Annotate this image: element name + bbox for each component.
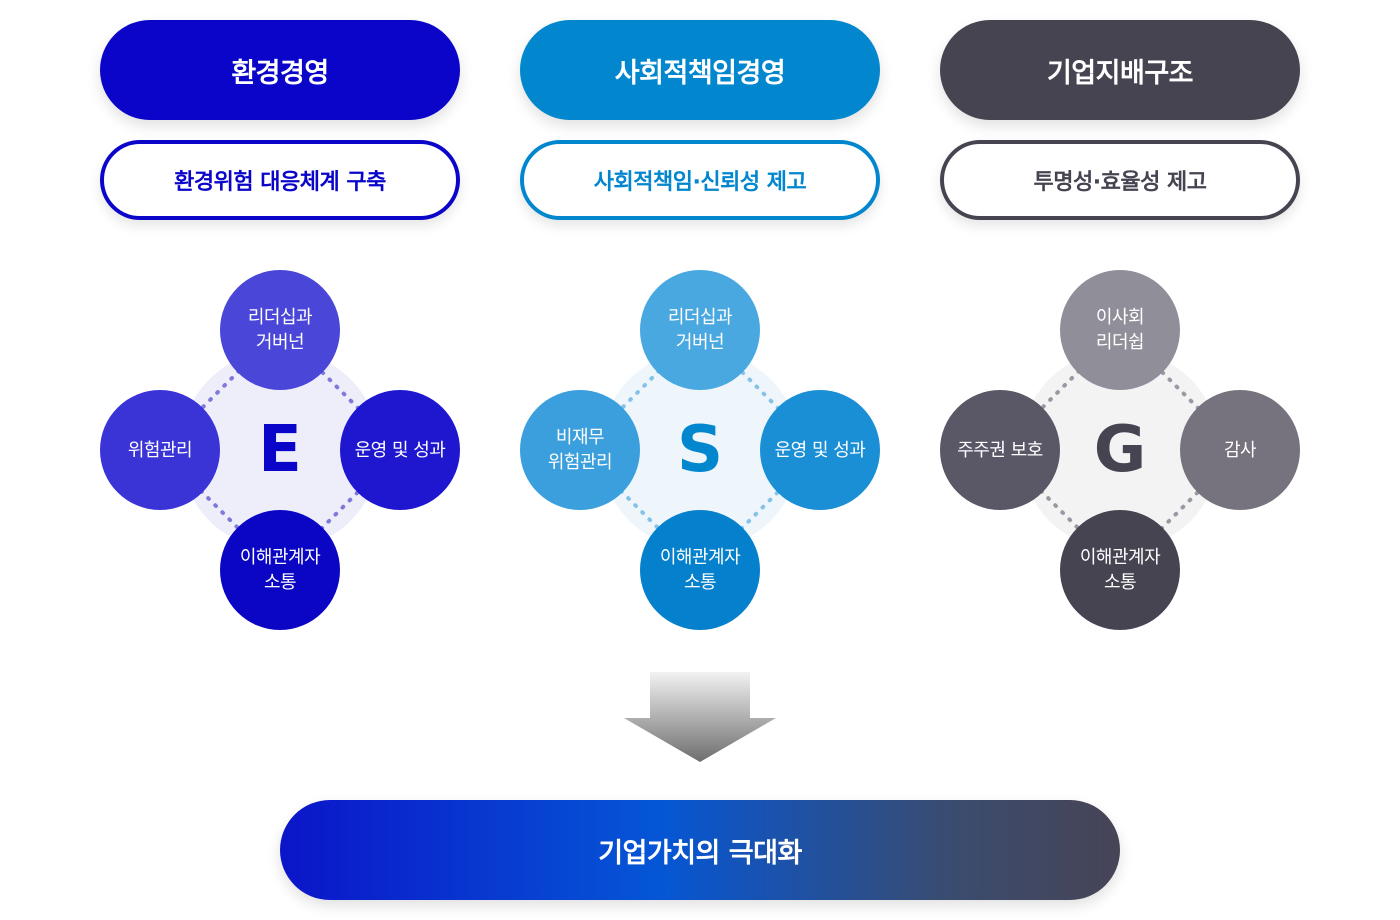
node-risk-management: 위험관리 bbox=[100, 390, 220, 510]
letter-g: G bbox=[1093, 413, 1147, 487]
node-board-leadership: 이사회 리더쉽 bbox=[1060, 270, 1180, 390]
node-shareholder-rights: 주주권 보호 bbox=[940, 390, 1060, 510]
header-social: 사회적책임경영 bbox=[520, 20, 880, 120]
node-stakeholder-communication: 이해관계자 소통 bbox=[640, 510, 760, 630]
header-governance: 기업지배구조 bbox=[940, 20, 1300, 120]
letter-s: S bbox=[676, 413, 724, 487]
cluster-governance: 이사회 리더쉽 주주권 보호 감사 이해관계자 소통 G bbox=[940, 270, 1300, 630]
node-operations-performance: 운영 및 성과 bbox=[760, 390, 880, 510]
node-stakeholder-communication: 이해관계자 소통 bbox=[220, 510, 340, 630]
subtitle-governance: 투명성·효율성 제고 bbox=[940, 140, 1300, 220]
cluster-social: 리더십과 거버넌 비재무 위험관리 운영 및 성과 이해관계자 소통 S bbox=[520, 270, 880, 630]
header-environment: 환경경영 bbox=[100, 20, 460, 120]
down-arrow-icon bbox=[624, 672, 776, 762]
node-leadership-governance: 리더십과 거버넌 bbox=[220, 270, 340, 390]
node-leadership-governance: 리더십과 거버넌 bbox=[640, 270, 760, 390]
result-maximize-corporate-value: 기업가치의 극대화 bbox=[280, 800, 1120, 900]
node-audit: 감사 bbox=[1180, 390, 1300, 510]
node-stakeholder-communication: 이해관계자 소통 bbox=[1060, 510, 1180, 630]
node-operations-performance: 운영 및 성과 bbox=[340, 390, 460, 510]
subtitle-environment: 환경위험 대응체계 구축 bbox=[100, 140, 460, 220]
subtitle-social: 사회적책임·신뢰성 제고 bbox=[520, 140, 880, 220]
node-nonfinancial-risk: 비재무 위험관리 bbox=[520, 390, 640, 510]
letter-e: E bbox=[258, 413, 302, 487]
cluster-environment: 리더십과 거버넌 위험관리 운영 및 성과 이해관계자 소통 E bbox=[100, 270, 460, 630]
